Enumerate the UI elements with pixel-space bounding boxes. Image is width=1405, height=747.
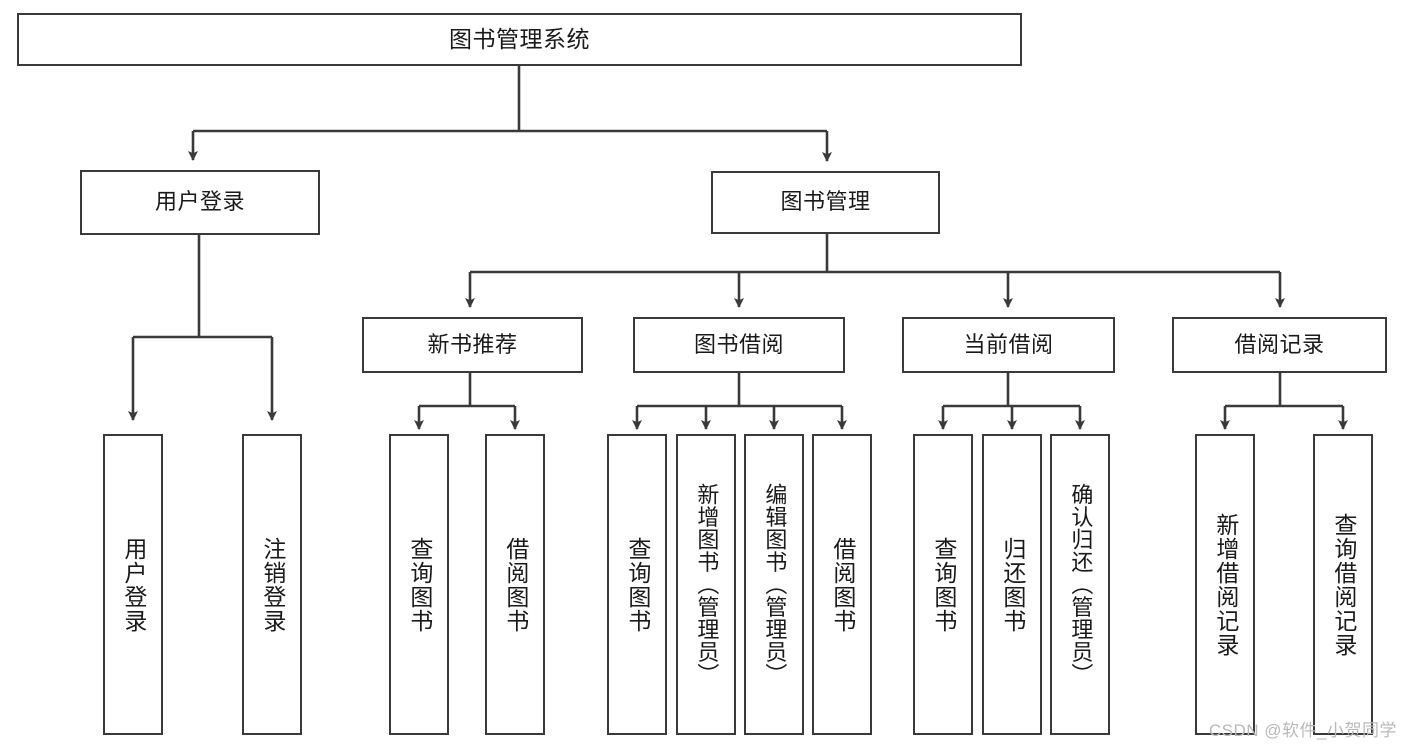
node-label: 借阅图书 [829, 536, 856, 633]
node-label: 查询图书 [406, 536, 433, 633]
node-label: 图书管理系统 [449, 25, 590, 52]
node-label: 归还图书 [999, 536, 1026, 633]
node-label: 新增借阅记录 [1212, 512, 1239, 657]
node-user-login[interactable]: 用户登录 [80, 170, 320, 235]
node-label: 借阅图书 [502, 536, 529, 633]
leaf-borrow-record-2[interactable]: 查询借阅记录 [1313, 434, 1373, 735]
leaf-new-book-recommend-1[interactable]: 查询图书 [389, 434, 449, 735]
leaf-book-borrow-3[interactable]: 编辑图书（管理员） [744, 434, 804, 735]
leaf-borrow-record-1[interactable]: 新增借阅记录 [1195, 434, 1255, 735]
node-label: 查询图书 [624, 536, 651, 633]
node-label: 编辑图书（管理员） [762, 483, 788, 686]
leaf-book-borrow-1[interactable]: 查询图书 [607, 434, 667, 735]
leaf-new-book-recommend-2[interactable]: 借阅图书 [485, 434, 545, 735]
node-label: 图书管理 [780, 189, 871, 215]
node-root-book-management-system[interactable]: 图书管理系统 [17, 13, 1022, 66]
node-borrow-record[interactable]: 借阅记录 [1172, 317, 1387, 373]
node-label: 新书推荐 [427, 331, 518, 357]
node-label: 查询图书 [930, 536, 957, 633]
node-current-borrow[interactable]: 当前借阅 [902, 317, 1115, 373]
node-label: 用户登录 [120, 536, 147, 633]
node-label: 借阅记录 [1234, 331, 1325, 357]
node-book-management[interactable]: 图书管理 [711, 171, 940, 234]
node-label: 当前借阅 [963, 331, 1054, 357]
leaf-current-borrow-2[interactable]: 归还图书 [982, 434, 1042, 735]
node-new-book-recommend[interactable]: 新书推荐 [362, 317, 583, 373]
leaf-current-borrow-1[interactable]: 查询图书 [913, 434, 973, 735]
leaf-current-borrow-3[interactable]: 确认归还（管理员） [1050, 434, 1110, 735]
leaf-user-login-1[interactable]: 用户登录 [103, 434, 163, 735]
leaf-user-login-2[interactable]: 注销登录 [242, 434, 302, 735]
node-book-borrow[interactable]: 图书借阅 [633, 317, 845, 373]
node-label: 图书借阅 [693, 331, 784, 357]
leaf-book-borrow-2[interactable]: 新增图书（管理员） [676, 434, 736, 735]
node-label: 查询借阅记录 [1330, 512, 1357, 657]
leaf-book-borrow-4[interactable]: 借阅图书 [812, 434, 872, 735]
node-label: 新增图书（管理员） [694, 483, 720, 686]
node-label: 确认归还（管理员） [1068, 483, 1094, 686]
node-label: 注销登录 [259, 536, 286, 633]
node-label: 用户登录 [154, 189, 245, 215]
